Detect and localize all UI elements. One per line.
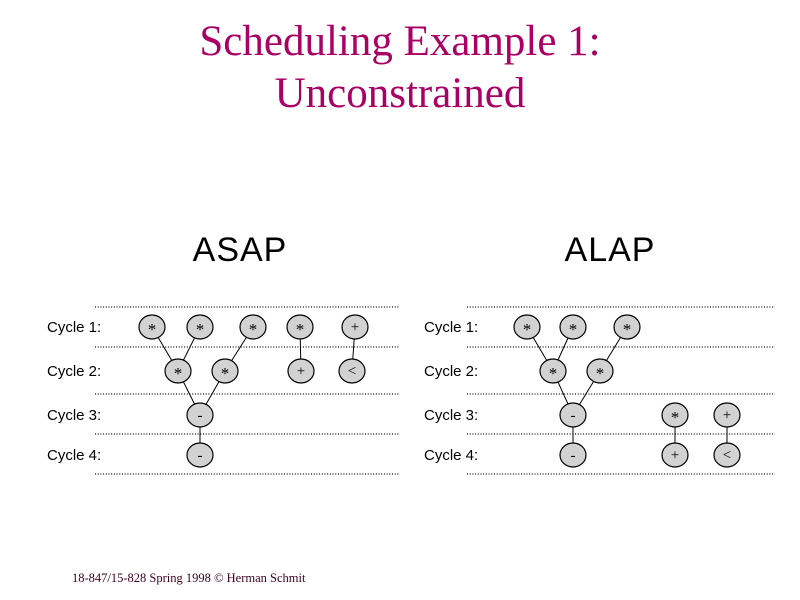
asap-cycle-label: Cycle 3: bbox=[47, 407, 101, 424]
op-node-circle bbox=[211, 358, 239, 384]
op-node-circle bbox=[138, 314, 166, 340]
op-node-label: + bbox=[671, 448, 679, 464]
op-node-label: - bbox=[571, 448, 576, 464]
op-node-label: < bbox=[723, 448, 731, 464]
op-node: * bbox=[661, 402, 689, 428]
op-node-label: - bbox=[198, 448, 203, 464]
footer-credit: 18-847/15-828 Spring 1998 © Herman Schmi… bbox=[72, 571, 306, 585]
op-node: * bbox=[513, 314, 541, 340]
op-node: - bbox=[559, 402, 587, 428]
op-node-label: * bbox=[296, 320, 305, 339]
op-node-label: * bbox=[569, 320, 578, 339]
op-node: * bbox=[286, 314, 314, 340]
op-node-circle bbox=[586, 358, 614, 384]
op-node: * bbox=[559, 314, 587, 340]
op-node: * bbox=[138, 314, 166, 340]
op-node: - bbox=[186, 442, 214, 468]
slide-title-line1: Scheduling Example 1: bbox=[199, 18, 601, 65]
op-node: * bbox=[164, 358, 192, 384]
op-node: + bbox=[287, 358, 315, 384]
op-node-circle bbox=[186, 314, 214, 340]
op-node-circle bbox=[559, 402, 587, 428]
op-node-circle bbox=[186, 442, 214, 468]
op-node-label: * bbox=[671, 408, 680, 427]
op-node-label: - bbox=[571, 408, 576, 424]
op-node: - bbox=[559, 442, 587, 468]
op-node-circle bbox=[341, 314, 369, 340]
op-node: < bbox=[713, 442, 741, 468]
op-node-circle bbox=[559, 314, 587, 340]
op-node: + bbox=[341, 314, 369, 340]
op-node-circle bbox=[713, 442, 741, 468]
op-node-circle bbox=[287, 358, 315, 384]
op-node-label: * bbox=[249, 320, 258, 339]
op-node-label: * bbox=[174, 364, 183, 383]
alap-cycle-label: Cycle 2: bbox=[424, 363, 478, 380]
op-node-circle bbox=[164, 358, 192, 384]
asap-header: ASAP bbox=[192, 231, 288, 269]
op-node-circle bbox=[286, 314, 314, 340]
op-node-label: * bbox=[148, 320, 157, 339]
op-node-label: * bbox=[196, 320, 205, 339]
op-node-label: + bbox=[297, 364, 305, 380]
asap-cycle-label: Cycle 2: bbox=[47, 363, 101, 380]
op-node-circle bbox=[559, 442, 587, 468]
op-node-label: + bbox=[723, 408, 731, 424]
op-node-circle bbox=[613, 314, 641, 340]
alap-header: ALAP bbox=[564, 231, 656, 269]
op-node-label: * bbox=[523, 320, 532, 339]
op-node: - bbox=[186, 402, 214, 428]
alap-cycle-label: Cycle 3: bbox=[424, 407, 478, 424]
op-node: * bbox=[239, 314, 267, 340]
op-node: + bbox=[661, 442, 689, 468]
op-node: + bbox=[713, 402, 741, 428]
op-node: < bbox=[338, 358, 366, 384]
op-node-label: * bbox=[221, 364, 230, 383]
op-node-label: - bbox=[198, 408, 203, 424]
op-node-circle bbox=[661, 442, 689, 468]
op-node-circle bbox=[539, 358, 567, 384]
op-node-circle bbox=[186, 402, 214, 428]
op-node-label: * bbox=[596, 364, 605, 383]
op-node: * bbox=[186, 314, 214, 340]
op-node: * bbox=[586, 358, 614, 384]
op-node-circle bbox=[661, 402, 689, 428]
op-node-label: + bbox=[351, 320, 359, 336]
op-node-circle bbox=[513, 314, 541, 340]
alap-cycle-label: Cycle 4: bbox=[424, 447, 478, 464]
slide-title-line2: Unconstrained bbox=[274, 69, 526, 117]
op-node-circle bbox=[713, 402, 741, 428]
slide-title: Scheduling Example 1: Unconstrained bbox=[0, 16, 800, 119]
alap-cycle-label: Cycle 1: bbox=[424, 319, 478, 336]
op-node: * bbox=[211, 358, 239, 384]
op-node-label: < bbox=[348, 364, 356, 380]
op-node-circle bbox=[338, 358, 366, 384]
op-node-circle bbox=[239, 314, 267, 340]
op-node: * bbox=[539, 358, 567, 384]
op-node-label: * bbox=[549, 364, 558, 383]
op-node-label: * bbox=[623, 320, 632, 339]
asap-cycle-label: Cycle 1: bbox=[47, 319, 101, 336]
op-node: * bbox=[613, 314, 641, 340]
asap-cycle-label: Cycle 4: bbox=[47, 447, 101, 464]
